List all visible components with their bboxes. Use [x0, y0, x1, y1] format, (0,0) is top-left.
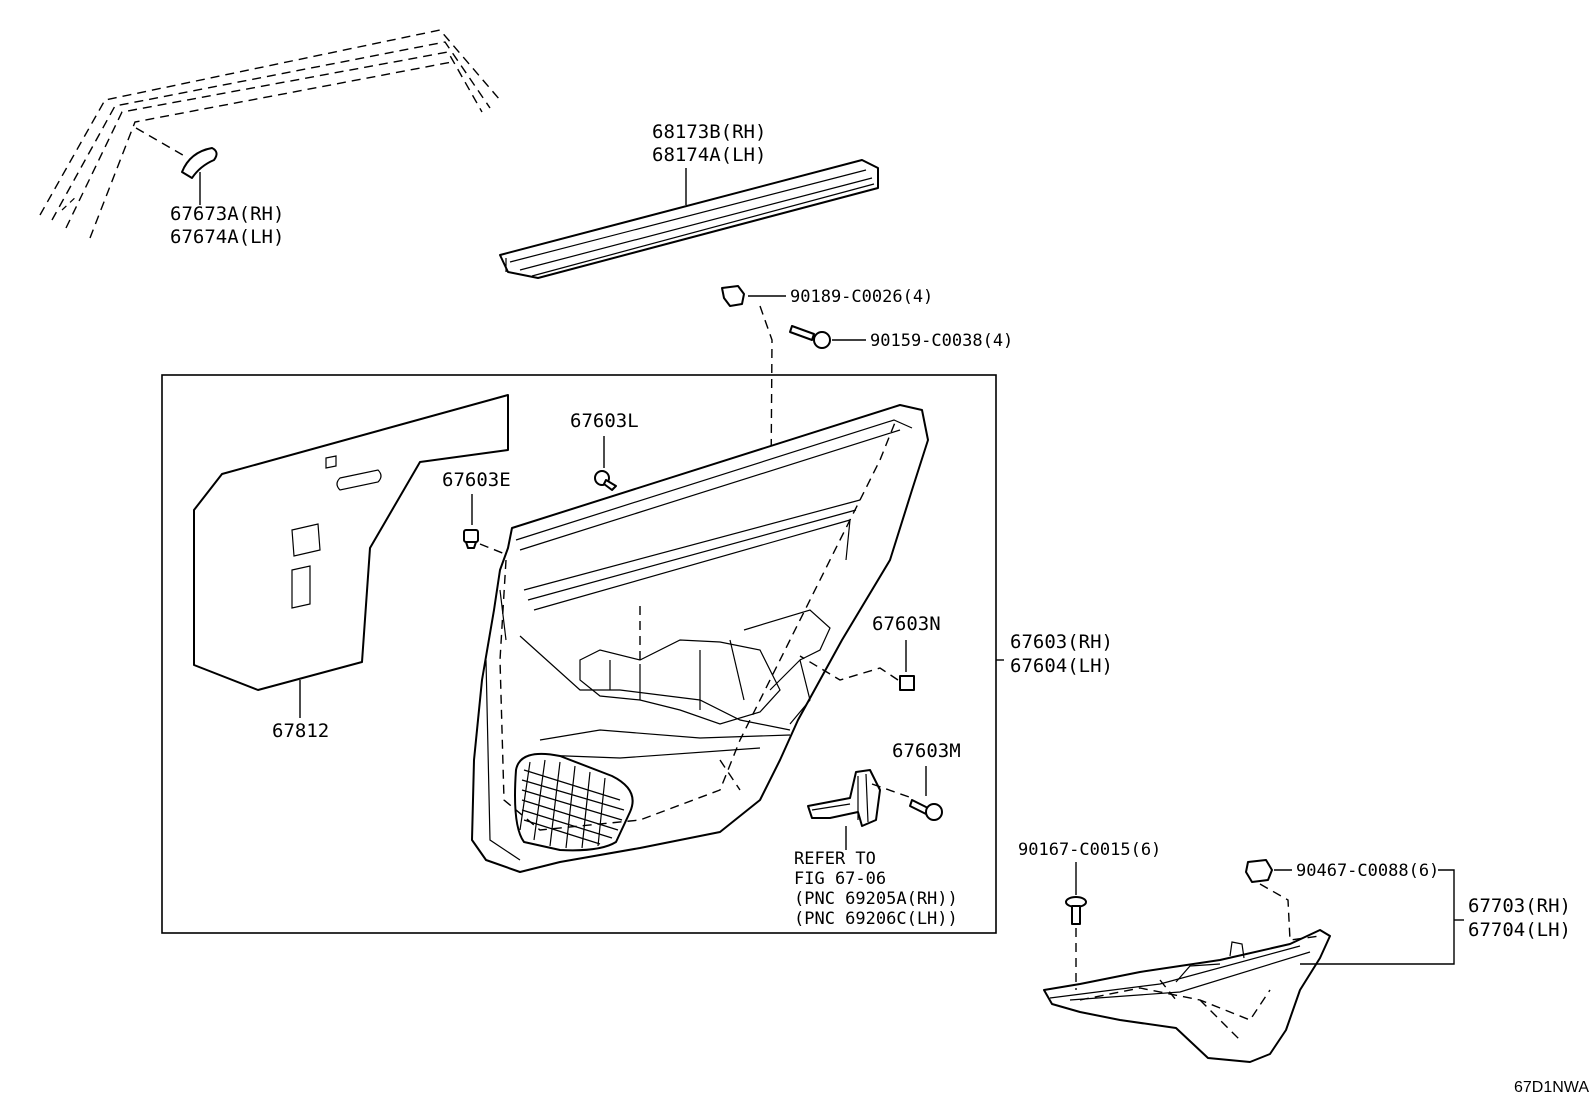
label-67673a: 67673A(RH) — [170, 203, 284, 225]
group-label-67603: 67603(RH) 67604(LH) — [996, 631, 1113, 677]
refer-line-3: (PNC 69205A(RH)) — [794, 889, 958, 909]
label-67603m: 67603M — [892, 740, 961, 762]
door-frame-outline — [39, 29, 501, 239]
nut-67603n: 67603N — [799, 613, 941, 691]
label-90189: 90189-C0026(4) — [790, 287, 933, 307]
label-68174a: 68174A(LH) — [652, 144, 766, 166]
corner-piece-67673a: 67673A(RH) 67674A(LH) — [135, 127, 284, 248]
clip-90189: 90189-C0026(4) — [721, 285, 933, 307]
group-label-67703: 67703(RH) 67704(LH) — [1300, 869, 1571, 965]
clip-67603e: 67603E — [442, 469, 521, 561]
speaker-grille-pattern — [519, 759, 625, 849]
label-90467: 90467-C0088(6) — [1296, 861, 1439, 881]
diagram-code: 67D1NWA — [1514, 1079, 1589, 1096]
label-68173b: 68173B(RH) — [652, 121, 766, 143]
inside-handle-assembly — [807, 769, 913, 850]
label-67603l: 67603L — [570, 410, 639, 432]
label-67604lh: 67604(LH) — [1010, 655, 1113, 677]
belt-weatherstrip-68173b: 68173B(RH) 68174A(LH) — [499, 121, 879, 279]
label-67674a: 67674A(LH) — [170, 226, 284, 248]
refer-line-1: REFER TO — [794, 849, 876, 869]
screw-67603m: 67603M — [892, 740, 961, 821]
door-trim-group-box — [161, 374, 997, 934]
label-90159: 90159-C0038(4) — [870, 331, 1013, 351]
screw-90167: 90167-C0015(6) — [1018, 840, 1161, 990]
clip-90467: 90467-C0088(6) — [1245, 859, 1439, 941]
service-hole-cover-67812: 67812 — [193, 394, 509, 742]
label-67603rh: 67603(RH) — [1010, 631, 1113, 653]
label-67603e: 67603E — [442, 469, 511, 491]
door-trim-board-67603 — [471, 404, 929, 873]
label-67704lh: 67704(LH) — [1468, 919, 1571, 941]
label-67812: 67812 — [272, 720, 329, 742]
label-67603n: 67603N — [872, 613, 941, 635]
screw-90159: 90159-C0038(4) — [759, 305, 1013, 621]
clip-67603l: 67603L — [570, 410, 639, 491]
label-67703rh: 67703(RH) — [1468, 895, 1571, 917]
armrest-panel-67703 — [1043, 929, 1331, 1063]
refer-line-4: (PNC 69206C(LH)) — [794, 909, 958, 929]
label-90167: 90167-C0015(6) — [1018, 840, 1161, 860]
refer-note: REFER TO FIG 67-06 (PNC 69205A(RH)) (PNC… — [794, 849, 958, 929]
refer-line-2: FIG 67-06 — [794, 869, 886, 889]
